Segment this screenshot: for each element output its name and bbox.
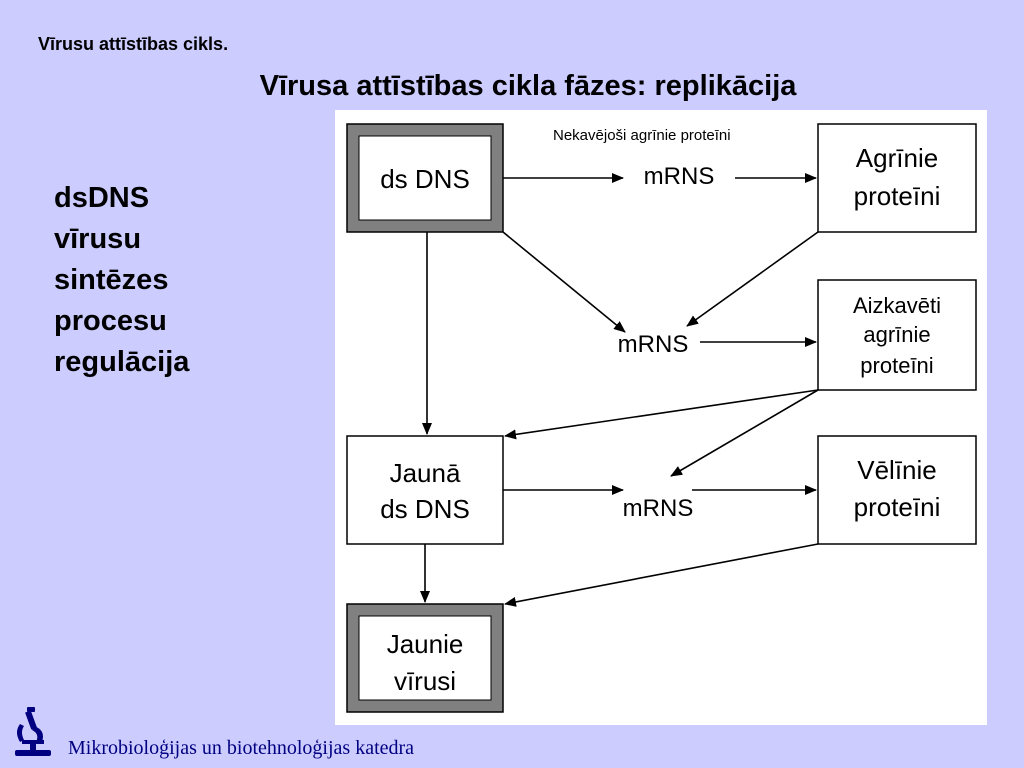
node-label: Jaunie xyxy=(387,629,464,659)
node-label: Vēlīnie xyxy=(857,455,937,485)
node-label: proteīni xyxy=(854,181,941,211)
replication-diagram: Nekavējoši agrīnie proteīni ds DNS Agrīn… xyxy=(335,110,987,725)
node-label: vīrusi xyxy=(394,666,456,696)
department-name: Mikrobioloģijas un biotehnoloģijas kated… xyxy=(68,737,415,759)
node-velinie-proteini: Vēlīnie proteīni xyxy=(817,435,977,545)
side-text-line: procesu xyxy=(54,305,167,337)
top-label: Nekavējoši agrīnie proteīni xyxy=(553,127,731,144)
node-jauna-ds-dns: Jaunā ds DNS xyxy=(346,435,504,545)
mrna-label-2: mRNS xyxy=(618,331,689,358)
node-aizkaveti-proteini: Aizkavēti agrīnie proteīni xyxy=(817,279,977,391)
node-label: proteīni xyxy=(860,353,933,378)
node-agrinie-proteini: Agrīnie proteīni xyxy=(817,123,977,233)
arrow-agrinie-to-mrna2 xyxy=(686,231,819,327)
slide-header: Vīrusu attīstības cikls. xyxy=(38,34,229,54)
node-label: ds DNS xyxy=(380,164,470,194)
arrow-aizkaveti-to-jauna xyxy=(504,389,819,440)
node-label: ds DNS xyxy=(380,494,470,524)
node-jaunie-virusi: Jaunie vīrusi xyxy=(346,603,504,713)
mrna-label-1: mRNS xyxy=(644,163,715,190)
microscope-icon xyxy=(15,707,51,756)
node-label: agrīnie xyxy=(863,322,930,347)
footer: Mikrobioloģijas un biotehnoloģijas kated… xyxy=(12,706,612,759)
node-label: Aizkavēti xyxy=(853,293,941,318)
side-text-line: regulācija xyxy=(54,346,190,378)
side-text: dsDNS vīrusu sintēzes procesu regulācija xyxy=(54,178,189,383)
node-label: Agrīnie xyxy=(856,143,938,173)
slide-title: Vīrusa attīstības cikla fāzes: replikāci… xyxy=(259,70,797,102)
side-text-line: sintēzes xyxy=(54,264,169,296)
node-label: proteīni xyxy=(854,492,941,522)
node-ds-dns: ds DNS xyxy=(346,123,504,233)
mrna-label-3: mRNS xyxy=(623,495,694,522)
arrow-velinie-to-jaunie xyxy=(504,543,819,607)
side-text-line: vīrusu xyxy=(54,223,142,255)
arrow-aizkaveti-to-mrna3 xyxy=(670,389,819,477)
side-text-line: dsDNS xyxy=(54,182,150,214)
node-label: Jaunā xyxy=(390,458,461,488)
arrow-dsdns-to-mrna2 xyxy=(502,231,626,333)
